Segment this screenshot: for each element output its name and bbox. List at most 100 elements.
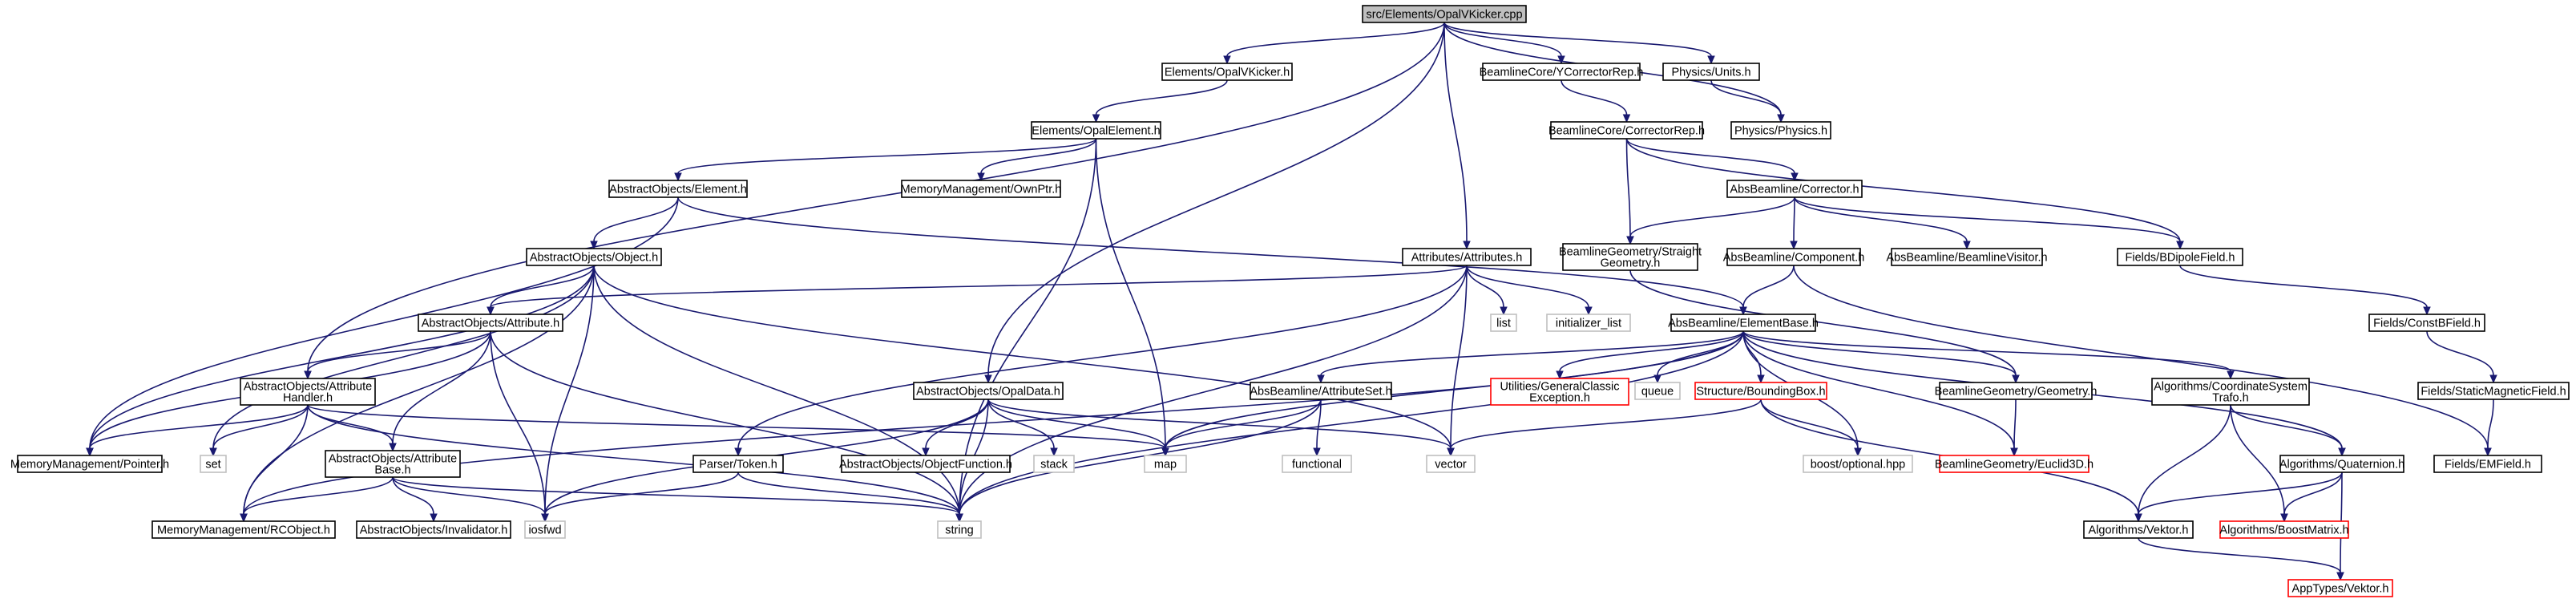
- edge-elembase-to-queue: [1653, 330, 1744, 384]
- edge-line: [490, 330, 960, 515]
- edge-element-to-pointer: [86, 196, 679, 457]
- node-box: [1250, 382, 1392, 400]
- edge-line: [987, 399, 1166, 449]
- node-label: Attributes/Attributes.h: [1411, 252, 1523, 265]
- edge-arrowhead: [209, 447, 217, 457]
- node-visitor[interactable]: AbsBeamline/BeamlineVisitor.h: [1886, 248, 2048, 266]
- node-corrector[interactable]: AbsBeamline/Corrector.h: [1726, 180, 1863, 198]
- edge-line: [1443, 22, 1712, 57]
- node-vektor[interactable]: Algorithms/Vektor.h: [2083, 520, 2194, 539]
- edge-geometry-to-euclid: [2010, 399, 2018, 457]
- node-vkicker-h[interactable]: Elements/OpalVKicker.h: [1161, 63, 1293, 81]
- node-geometry[interactable]: BeamlineGeometry/Geometry.h: [1935, 382, 2098, 400]
- edge-component-to-elembase: [1739, 265, 1795, 316]
- node-element[interactable]: AbstractObjects/Element.h: [608, 180, 748, 198]
- edge-root-to-vkicker_h: [1223, 22, 1445, 65]
- node-box: [1726, 180, 1863, 198]
- node-attributes[interactable]: Attributes/Attributes.h: [1402, 248, 1532, 266]
- edge-line: [2230, 404, 2285, 515]
- node-label: Elements/OpalElement.h: [1032, 125, 1160, 138]
- edge-attrhandler-to-pointer: [86, 404, 309, 457]
- node-attribute[interactable]: AbstractObjects/Attribute.h: [418, 314, 563, 332]
- edge-arrowhead: [2176, 241, 2184, 250]
- edge-line: [1793, 196, 1795, 242]
- edge-attrbase-to-string: [392, 476, 963, 523]
- node-box: [1362, 5, 1527, 23]
- node-staticmag[interactable]: Fields/StaticMagneticField.h: [2417, 382, 2570, 400]
- edge-line: [2283, 471, 2343, 515]
- node-label: AbsBeamline/AttributeSet.h: [1250, 386, 1391, 399]
- edge-line: [980, 138, 1097, 174]
- node-boostmatrix[interactable]: Algorithms/BoostMatrix.h: [2219, 520, 2349, 539]
- node-label: AbstractObjects/Invalidator.h: [360, 524, 508, 537]
- edge-line: [1320, 330, 1744, 376]
- edge-line: [89, 404, 309, 449]
- edge-arrowhead: [984, 374, 992, 384]
- node-label: BeamlineGeometry/Straight: [1559, 246, 1702, 259]
- node-rcobject[interactable]: MemoryManagement/RCObject.h: [151, 520, 336, 539]
- node-quaternion[interactable]: Algorithms/Quaternion.h: [2279, 455, 2404, 473]
- node-component[interactable]: AbsBeamline/Component.h: [1723, 248, 1865, 266]
- edge-corrector-to-visitor: [1794, 196, 1971, 250]
- node-ycorr[interactable]: BeamlineCore/YCorrectorRep.h: [1480, 63, 1644, 81]
- edge-attributes-to-attribute: [487, 265, 1468, 316]
- node-box: [2433, 455, 2542, 473]
- node-label: Algorithms/BoostMatrix.h: [2219, 524, 2348, 537]
- node-box: [526, 248, 662, 266]
- edge-attributes-to-initlist: [1466, 265, 1593, 316]
- node-appvektor[interactable]: AppTypes/Vektor.h: [2287, 579, 2393, 597]
- node-label: MemoryManagement/RCObject.h: [157, 524, 330, 537]
- node-label: AbstractObjects/OpalData.h: [916, 386, 1060, 399]
- edge-arrowhead: [430, 513, 438, 523]
- edge-arrowhead: [86, 447, 94, 457]
- node-box: [1662, 63, 1760, 81]
- edge-arrowhead: [1585, 306, 1593, 316]
- node-physics[interactable]: Physics/Physics.h: [1730, 121, 1831, 140]
- node-parser[interactable]: Parser/Token.h: [692, 455, 784, 473]
- edge-line: [2426, 330, 2494, 376]
- node-opaldata[interactable]: AbstractObjects/OpalData.h: [913, 382, 1064, 400]
- node-list: list: [1490, 314, 1517, 332]
- node-emfield[interactable]: Fields/EMField.h: [2433, 455, 2542, 473]
- node-box: [2117, 248, 2243, 266]
- node-constb[interactable]: Fields/ConstBField.h: [2368, 314, 2485, 332]
- node-attrset[interactable]: AbsBeamline/AttributeSet.h: [1250, 382, 1392, 400]
- node-label: src/Elements/OpalVKicker.cpp: [1366, 9, 1522, 22]
- edge-root-to-attributes: [1443, 22, 1471, 250]
- node-object[interactable]: AbstractObjects/Object.h: [526, 248, 662, 266]
- edge-line: [544, 471, 739, 515]
- edge-line: [593, 196, 679, 242]
- node-opalelem[interactable]: Elements/OpalElement.h: [1031, 121, 1161, 140]
- node-bbox[interactable]: Structure/BoundingBox.h: [1694, 382, 1827, 400]
- edge-line: [2487, 399, 2494, 449]
- node-ownptr[interactable]: MemoryManagement/OwnPtr.h: [901, 180, 1062, 198]
- node-label: queue: [1641, 386, 1674, 399]
- node-pointer[interactable]: MemoryManagement/Pointer.h: [10, 455, 169, 473]
- node-elembase[interactable]: AbsBeamline/ElementBase.h: [1668, 314, 1819, 332]
- node-label: MemoryManagement/Pointer.h: [10, 459, 169, 471]
- node-bdipole[interactable]: Fields/BDipoleField.h: [2117, 248, 2243, 266]
- node-box: [2083, 520, 2194, 539]
- node-units[interactable]: Physics/Units.h: [1662, 63, 1760, 81]
- node-objfunc[interactable]: AbstractObjects/ObjectFunction.h: [839, 455, 1012, 473]
- node-box: [1939, 382, 2093, 400]
- node-label: Geometry.h: [1601, 257, 1661, 270]
- edge-vkicker_h-to-opalelem: [1092, 79, 1228, 123]
- edge-corrrep-to-bdipole: [1625, 138, 2184, 250]
- node-euclid[interactable]: BeamlineGeometry/Euclid3D.h: [1935, 455, 2094, 473]
- node-root[interactable]: src/Elements/OpalVKicker.cpp: [1362, 5, 1527, 23]
- node-label: AbstractObjects/Attribute.h: [422, 318, 559, 330]
- node-vector: vector: [1426, 455, 1476, 473]
- node-invalidator[interactable]: AbstractObjects/Invalidator.h: [356, 520, 511, 539]
- edge-elembase-to-attrset: [1317, 330, 1744, 384]
- edge-arrowhead: [1757, 374, 1765, 384]
- edge-attrbase-to-invalidator: [392, 476, 438, 523]
- node-corrrep[interactable]: BeamlineCore/CorrectorRep.h: [1548, 121, 1705, 140]
- edge-arrowhead: [1050, 447, 1058, 457]
- node-label: Base.h: [374, 464, 410, 477]
